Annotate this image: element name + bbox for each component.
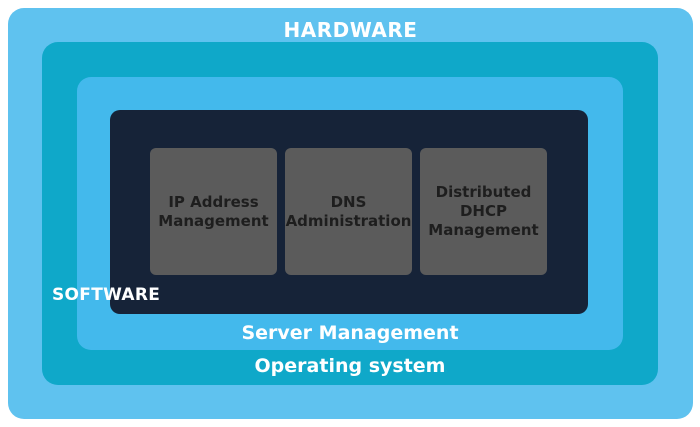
distributed-dhcp-management-box: Distributed DHCP Management [420,148,547,275]
hardware-label: HARDWARE [283,18,418,42]
dns-administration-label: DNS Administration [285,192,412,230]
operating-system-label: Operating system [254,355,446,377]
ip-address-management-box: IP Address Management [150,148,277,275]
ip-address-management-label: IP Address Management [158,192,269,230]
server-management-label: Server Management [241,322,459,344]
dns-administration-box: DNS Administration [285,148,412,275]
software-label: SOFTWARE [52,285,161,305]
distributed-dhcp-management-label: Distributed DHCP Management [428,183,539,239]
